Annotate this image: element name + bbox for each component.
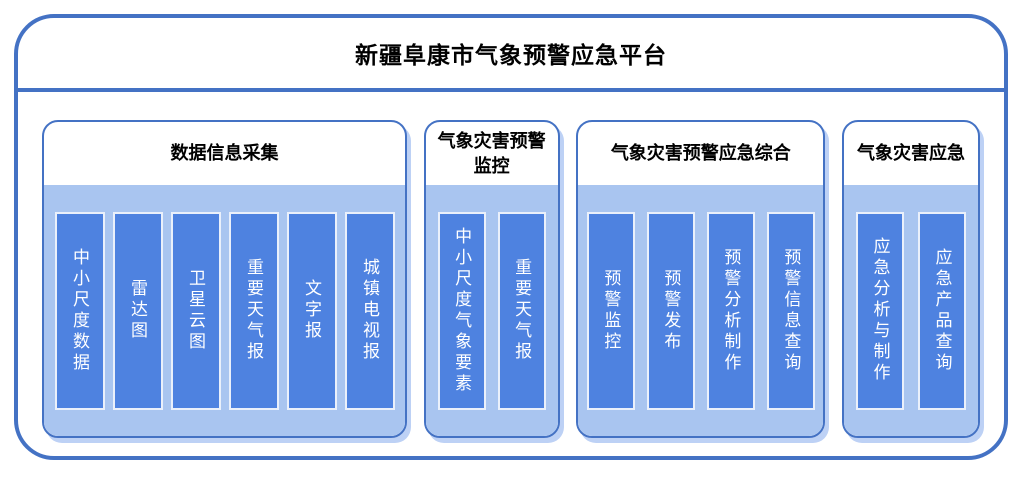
item-label: 重要天气报	[244, 258, 263, 363]
group-header: 气象灾害预警监控	[437, 131, 546, 176]
group-body: 应急分析与制作 应急产品查询	[843, 185, 978, 436]
item-label: 重要天气报	[512, 258, 532, 363]
groups-row: 数据信息采集中小尺度数据 雷达图 卫星云图 重要天气报 文字报 城镇电视报 气象灾害预警监控…	[18, 92, 1004, 438]
item-column: 重要天气报	[228, 211, 279, 410]
item-column: 预警发布	[646, 211, 695, 410]
item-column: 预警信息查询	[766, 211, 815, 410]
item-column: 预警监控	[586, 211, 635, 410]
group-header: 数据信息采集	[170, 143, 279, 164]
item-label: 预警发布	[661, 268, 681, 353]
item-label: 城镇电视报	[360, 258, 379, 363]
item-column: 城镇电视报	[344, 211, 395, 410]
item-column: 中小尺度数据	[54, 211, 105, 410]
item-column: 文字报	[286, 211, 337, 410]
group-body: 预警监控 预警发布 预警分析制作 预警信息查询	[578, 185, 824, 436]
item-label: 卫星云图	[186, 268, 205, 353]
group-box: 气象灾害预警监控中小尺度气象要素 重要天气报	[423, 120, 560, 438]
group-header: 气象灾害预警应急综合	[610, 143, 791, 164]
item-label: 预警分析制作	[721, 247, 741, 374]
item-label: 中小尺度气象要素	[452, 226, 472, 395]
item-label: 预警信息查询	[781, 247, 801, 374]
item-label: 文字报	[302, 279, 321, 342]
page-title: 新疆阜康市气象预警应急平台	[355, 42, 667, 68]
item-column: 应急分析与制作	[855, 211, 904, 410]
item-column: 卫星云图	[170, 211, 221, 410]
group-box: 气象灾害应急应急分析与制作 应急产品查询	[841, 120, 980, 438]
item-label: 中小尺度数据	[70, 247, 89, 374]
platform-frame: 新疆阜康市气象预警应急平台 数据信息采集中小尺度数据 雷达图 卫星云图 重要天气报 文字…	[14, 14, 1008, 460]
item-label: 雷达图	[128, 279, 147, 342]
title-band: 新疆阜康市气象预警应急平台	[18, 18, 1004, 92]
item-column: 雷达图	[112, 211, 163, 410]
group-box: 数据信息采集中小尺度数据 雷达图 卫星云图 重要天气报 文字报 城镇电视报	[42, 120, 407, 438]
item-label: 应急分析与制作	[870, 237, 890, 384]
group-header: 气象灾害应急	[856, 143, 965, 164]
item-column: 中小尺度气象要素	[437, 211, 486, 410]
item-column: 预警分析制作	[706, 211, 755, 410]
item-column: 应急产品查询	[917, 211, 966, 410]
item-label: 应急产品查询	[932, 247, 952, 374]
group-body: 中小尺度气象要素 重要天气报	[425, 185, 558, 436]
item-label: 预警监控	[601, 268, 621, 353]
item-column: 重要天气报	[497, 211, 546, 410]
group-box: 气象灾害预警应急综合预警监控 预警发布 预警分析制作 预警信息查询	[576, 120, 826, 438]
group-body: 中小尺度数据 雷达图 卫星云图 重要天气报 文字报 城镇电视报	[44, 185, 405, 436]
